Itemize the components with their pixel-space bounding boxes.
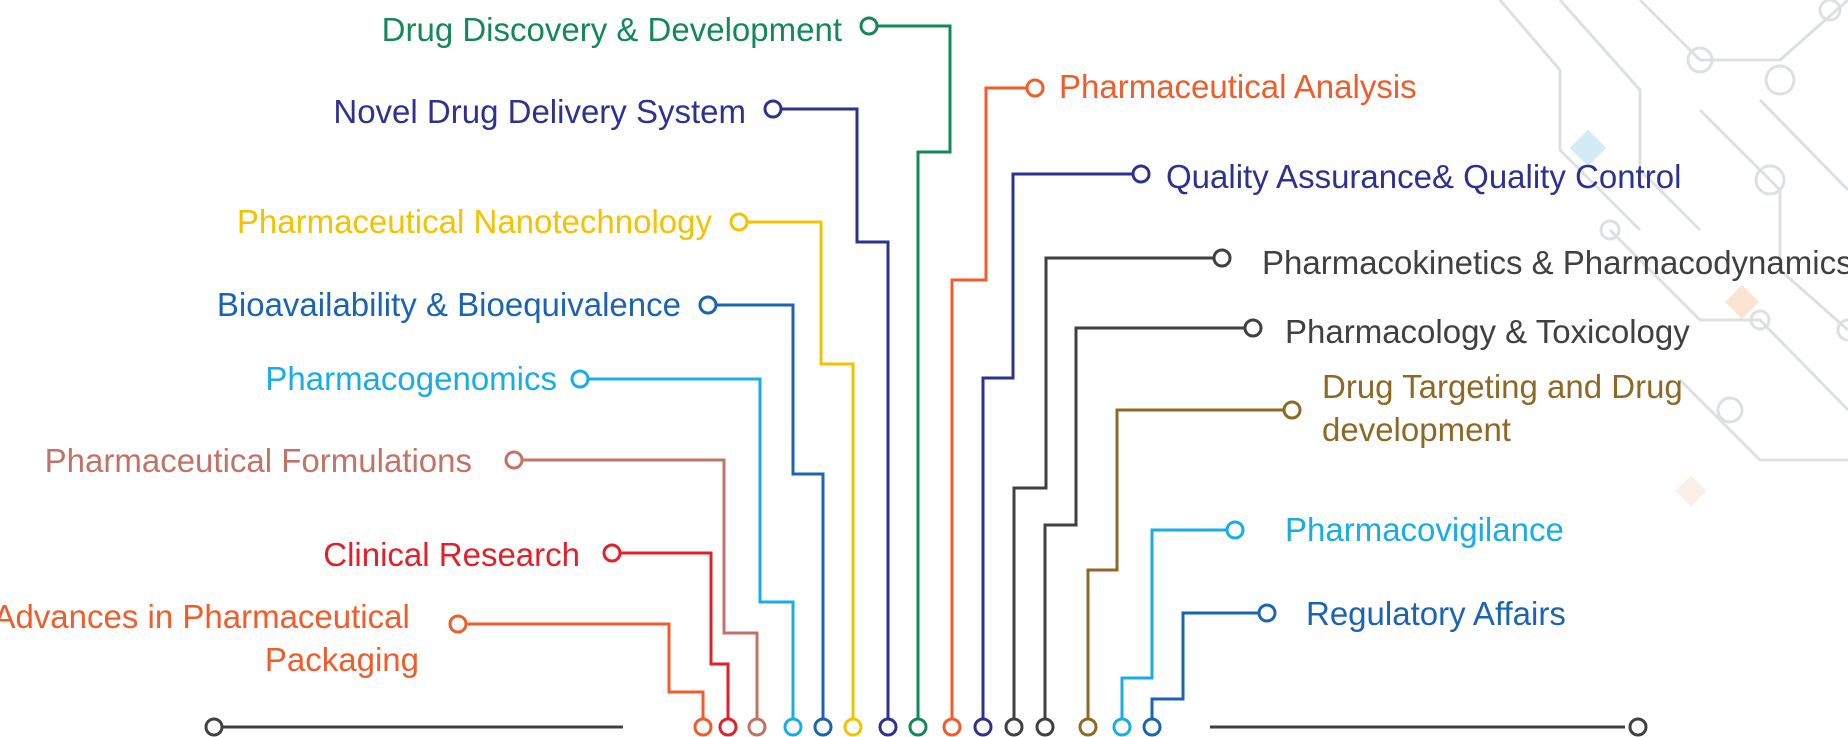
label-packaging-line2: Packaging [265,641,419,678]
connector-pharmacogenomics [570,369,803,737]
connector-clinical-research [602,543,738,737]
connector-formulations [504,450,767,737]
connector-pharmacovigilance [1112,520,1245,737]
connector-nanotechnology [729,212,863,737]
connector-novel-drug-delivery [763,99,898,737]
label-pharmacogenomics: Pharmacogenomics [265,360,557,397]
label-drug-targeting-line1: Drug Targeting and Drug [1322,368,1683,405]
label-drug-discovery: Drug Discovery & Development [382,11,842,48]
base-line [204,717,1648,737]
connector-drug-discovery [859,16,952,737]
circuit-background-decoration [1498,0,1848,507]
label-pharmaceutical-analysis: Pharmaceutical Analysis [1059,68,1417,105]
label-novel-drug-delivery: Novel Drug Delivery System [333,93,746,130]
label-pharmacokinetics: Pharmacokinetics & Pharmacodynamics [1262,244,1848,281]
label-formulations: Pharmaceutical Formulations [45,442,472,479]
label-regulatory-affairs: Regulatory Affairs [1306,595,1566,632]
label-quality-assurance: Quality Assurance& Quality Control [1166,158,1681,195]
labels-left: Drug Discovery & Development Novel Drug … [0,11,842,678]
connector-regulatory-affairs [1142,603,1277,737]
label-bioavailability: Bioavailability & Bioequivalence [217,286,681,323]
label-clinical-research: Clinical Research [323,536,580,573]
label-pharmacology: Pharmacology & Toxicology [1285,313,1690,350]
connector-drug-targeting [1078,400,1302,737]
connector-packaging [448,614,713,737]
label-nanotechnology: Pharmaceutical Nanotechnology [237,203,713,240]
connectors [448,16,1302,737]
connector-pharmacokinetics [1004,248,1232,737]
connector-pharmacology [1035,318,1263,737]
label-packaging-line1: Advances in Pharmaceutical [0,598,410,635]
label-packaging: Advances in Pharmaceutical Packaging [0,598,419,678]
connector-quality-assurance [973,164,1151,737]
label-pharmacovigilance: Pharmacovigilance [1285,511,1564,548]
connector-pharmaceutical-analysis [942,78,1045,737]
labels-right: Pharmaceutical Analysis Quality Assuranc… [1059,68,1848,632]
label-drug-targeting: Drug Targeting and Drug development [1322,368,1692,448]
label-drug-targeting-line2: development [1322,411,1511,448]
connector-bioavailability [698,295,833,737]
